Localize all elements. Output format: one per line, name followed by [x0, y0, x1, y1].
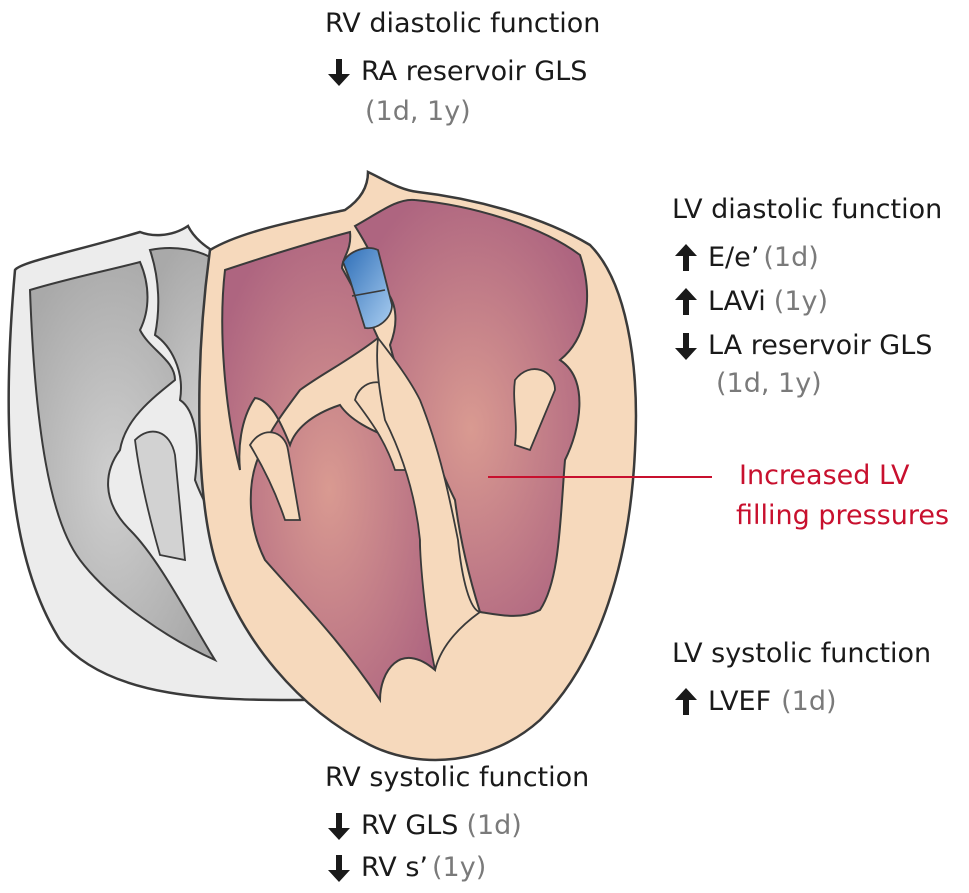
rv-diastolic-item-0: RA reservoir GLS — [325, 54, 600, 90]
lv-systolic-block: LV systolic function LVEF (1d) — [672, 636, 931, 720]
rv-systolic-heading: RV systolic function — [325, 762, 590, 793]
filling-pressure-callout: Increased LV filling pressures — [736, 458, 950, 534]
metric-timing: (1d) — [781, 686, 837, 717]
metric-timing: (1d) — [763, 242, 819, 273]
metric-label: RA reservoir GLS — [361, 56, 588, 87]
metric-label: LAVi — [708, 286, 766, 317]
metric-timing: (1d) — [466, 810, 522, 841]
left-chamber — [353, 198, 588, 617]
metric-timing: (1y) — [432, 852, 487, 883]
metric-label: RV s’ — [361, 852, 428, 883]
lv-systolic-heading: LV systolic function — [672, 638, 932, 669]
arrow-up-icon — [675, 688, 697, 715]
rv-diastolic-heading: RV diastolic function — [325, 8, 601, 39]
lv-diastolic-item-1: LAVi (1y) — [672, 284, 942, 320]
metric-label: LA reservoir GLS — [708, 330, 933, 361]
callout-line-1: Increased LV — [739, 460, 910, 491]
lv-systolic-item-0: LVEF (1d) — [672, 684, 931, 720]
lv-diastolic-heading: LV diastolic function — [672, 194, 943, 225]
lv-diastolic-item-0: E/e’ (1d) — [672, 240, 942, 276]
arrow-down-icon — [328, 813, 350, 840]
metric-timing: (1d, 1y) — [365, 96, 471, 127]
ghost-left-chamber — [28, 260, 218, 663]
rv-systolic-item-0: RV GLS (1d) — [325, 808, 589, 844]
arrow-up-icon — [675, 288, 697, 315]
valve-icon — [342, 247, 393, 330]
septum — [376, 335, 483, 671]
arrow-down-icon — [328, 59, 350, 86]
metric-label: LVEF — [708, 686, 772, 717]
lv-diastolic-item-2: LA reservoir GLS — [672, 328, 942, 364]
metric-timing: (1y) — [773, 286, 829, 317]
lv-diastolic-block: LV diastolic function E/e’ (1d) LAVi (1y… — [672, 192, 942, 402]
arrow-up-icon — [675, 244, 697, 271]
rv-diastolic-block: RV diastolic function RA reservoir GLS (… — [325, 6, 600, 130]
arrow-down-icon — [328, 855, 350, 882]
main-heart — [198, 170, 712, 762]
metric-label: RV GLS — [361, 810, 459, 841]
rv-systolic-item-1: RV s’ (1y) — [325, 850, 589, 886]
callout-line-2: filling pressures — [736, 500, 950, 531]
arrow-down-icon — [675, 333, 697, 360]
metric-timing: (1d, 1y) — [716, 368, 822, 399]
metric-label: E/e’ — [708, 242, 760, 273]
rv-systolic-block: RV systolic function RV GLS (1d) RV s’ (… — [325, 760, 589, 886]
